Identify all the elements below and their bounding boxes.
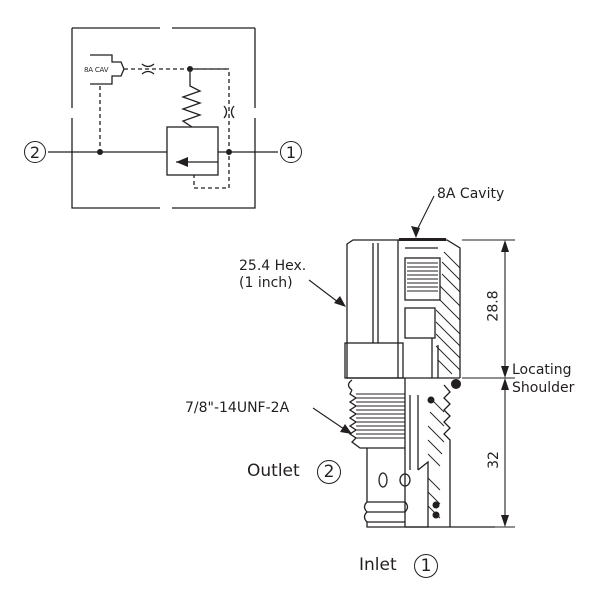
cavity-tag-label: 8A CAV	[84, 66, 109, 74]
schematic-port-1: 1	[280, 141, 302, 163]
dimension-upper: 28.8	[485, 290, 502, 322]
cartridge-drawing	[344, 239, 495, 528]
leader-thread	[312, 407, 345, 430]
thread-label: 7/8"-14UNF-2A	[185, 400, 290, 416]
envelope-box	[71, 27, 256, 209]
hex-label-line2: (1 inch)	[239, 275, 293, 291]
shoulder-label-line1: Locating	[512, 362, 572, 378]
orifice-right	[223, 105, 235, 119]
arrow-dim-lower-start	[501, 378, 509, 390]
dimension-lower: 32	[485, 451, 502, 469]
arrow-dim-upper-end	[501, 366, 509, 378]
junction-left	[97, 149, 103, 155]
spring	[181, 72, 202, 128]
lower-stem	[363, 448, 409, 528]
cavity-tag-shape	[90, 54, 125, 85]
hex-label-line1: 25.4 Hex.	[239, 258, 307, 274]
outlet-port-badge: 2	[317, 460, 341, 484]
shoulder-label-line2: Shoulder	[512, 380, 575, 396]
inlet-port-badge: 1	[414, 554, 438, 578]
orifice-top	[141, 63, 155, 75]
arrow-dim-top	[501, 240, 509, 252]
hex-body	[346, 239, 399, 379]
oring-shoulder	[451, 379, 461, 389]
flow-arrow	[176, 157, 188, 167]
inlet-label: Inlet	[359, 555, 397, 575]
schematic-port-2: 2	[24, 141, 46, 163]
arrow-dim-bottom	[501, 515, 509, 527]
junction-right	[226, 149, 232, 155]
junction-top	[187, 66, 193, 72]
valve-body	[166, 126, 219, 176]
outlet-label: Outlet	[247, 461, 300, 481]
hex-collar	[344, 342, 404, 379]
cavity-label: 8A Cavity	[437, 186, 505, 202]
leader-hex	[308, 279, 339, 303]
male-thread	[347, 379, 405, 449]
leader-cavity	[415, 195, 435, 233]
